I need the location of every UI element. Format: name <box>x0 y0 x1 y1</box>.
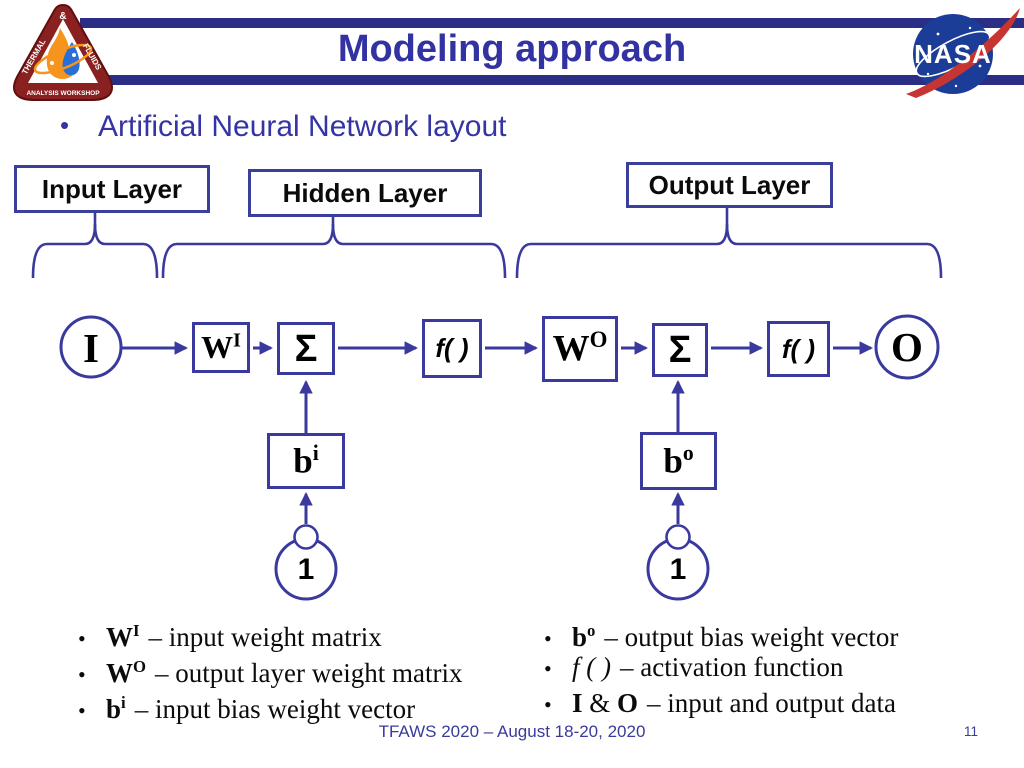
weight-input-sup: I <box>233 329 241 352</box>
activation-box-2: f( ) <box>767 321 830 377</box>
bullet-line: • Artificial Neural Network layout <box>60 110 506 144</box>
bullet-dot: • <box>78 626 86 651</box>
hidden-layer-label: Hidden Layer <box>248 169 482 217</box>
bias-one-port-right <box>665 524 691 550</box>
bullet-dot: • <box>78 662 86 687</box>
legend-item-bo: •bo– output bias weight vector <box>544 613 898 652</box>
nasa-logo-icon: NASA <box>906 8 1020 98</box>
tfaws-logo-icon: & THERMAL FLUIDS ANALYSIS WORKSHOP <box>13 3 113 101</box>
legend-item-wo: •WO– output layer weight matrix <box>78 649 462 688</box>
input-layer-label: Input Layer <box>14 165 210 213</box>
legend-left-column: •WI– input weight matrix •WO– output lay… <box>78 613 462 724</box>
nasa-sphere <box>913 14 993 94</box>
nasa-wordmark: NASA <box>914 39 992 69</box>
input-node-circle <box>59 315 123 379</box>
tfaws-star <box>72 53 76 57</box>
bias-input-box: bi <box>267 433 345 489</box>
weight-output-sup: O <box>589 327 608 353</box>
bias-input-sup: i <box>312 440 319 465</box>
sum-box-2: Σ <box>652 323 708 377</box>
bias-output-sup: o <box>682 440 694 465</box>
output-node-label: O <box>891 324 923 370</box>
bullet-dot: • <box>60 110 70 140</box>
bullet-text: Artificial Neural Network layout <box>98 110 507 143</box>
output-layer-label: Output Layer <box>626 162 833 208</box>
weight-output-box: WO <box>542 316 618 382</box>
sum-box-1: Σ <box>277 322 335 375</box>
output-layer-brace <box>515 223 943 279</box>
tfaws-star <box>50 61 54 65</box>
bullet-dot: • <box>544 656 552 681</box>
bullet-dot: • <box>544 626 552 651</box>
legend-item-bi: •bi– input bias weight vector <box>78 685 462 724</box>
activation-box-1: f( ) <box>422 319 482 378</box>
header-bar-bottom <box>80 75 1024 85</box>
bias-output-base: b <box>663 441 683 481</box>
legend-item-activation: •f ( )– activation function <box>544 649 898 685</box>
legend-item-wi: •WI– input weight matrix <box>78 613 462 652</box>
weight-input-box: WI <box>192 322 250 373</box>
bias-one-port-left <box>293 524 319 550</box>
weight-output-base: W <box>552 328 590 370</box>
hidden-layer-brace <box>161 223 507 279</box>
tfaws-amp-text: & <box>59 11 66 22</box>
bias-output-box: bo <box>640 432 717 490</box>
input-layer-brace <box>31 223 159 279</box>
tfaws-banner-text: ANALYSIS WORKSHOP <box>26 90 100 97</box>
bullet-dot: • <box>544 692 552 717</box>
tfaws-orbit <box>33 43 93 75</box>
bias-input-base: b <box>293 441 313 481</box>
bullet-dot: • <box>78 698 86 723</box>
footer-text: TFAWS 2020 – August 18-20, 2020 <box>378 722 646 741</box>
bias-const-right-label: 1 <box>669 553 687 586</box>
header-bar-top <box>80 18 1024 28</box>
input-node-label: I <box>83 325 99 371</box>
page-number: 11 <box>964 724 979 739</box>
output-node-circle <box>874 314 940 380</box>
legend-item-io: •I & O– input and output data <box>544 685 898 721</box>
bias-const-left-label: 1 <box>297 553 315 586</box>
legend-right-column: •bo– output bias weight vector •f ( )– a… <box>544 613 898 721</box>
page-title: Modeling approach <box>337 28 687 70</box>
weight-input-base: W <box>201 329 234 365</box>
